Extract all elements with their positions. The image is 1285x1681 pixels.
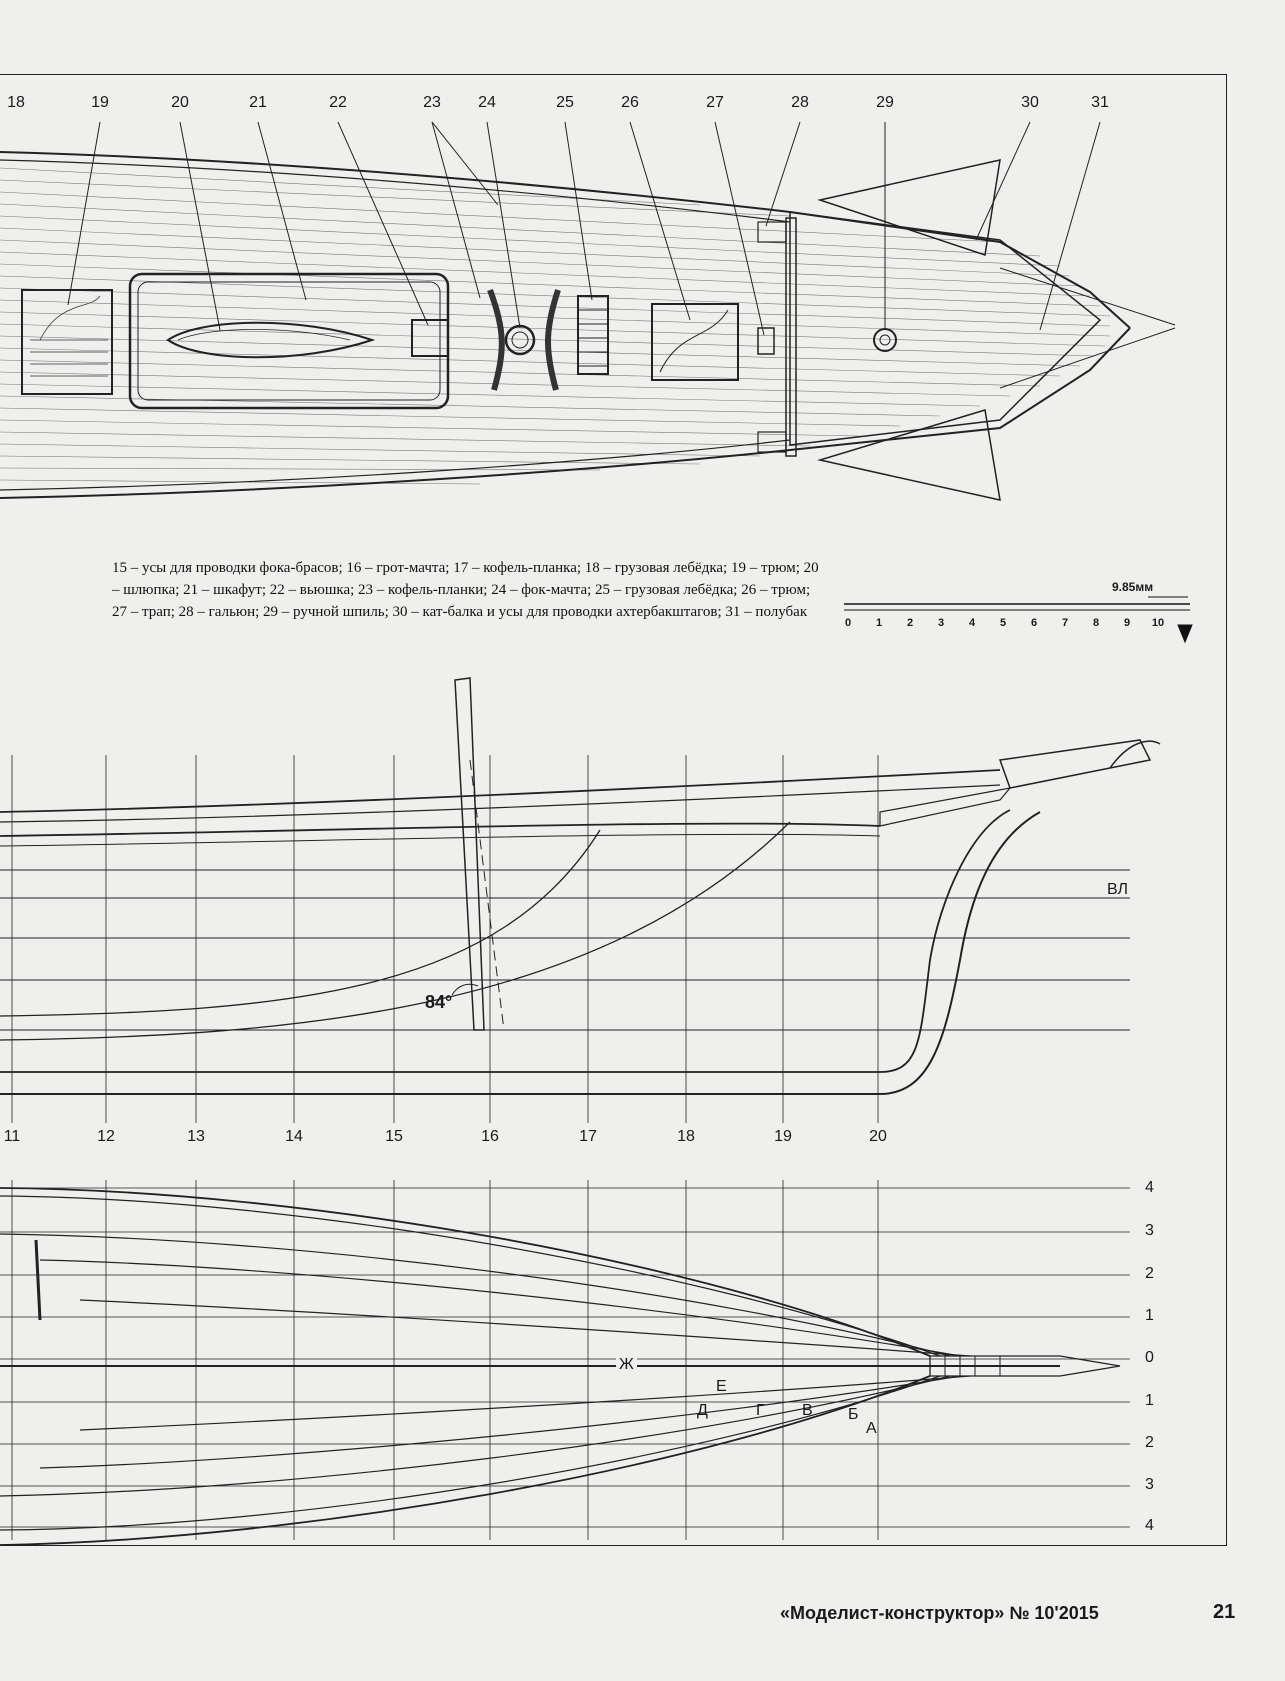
station-label: 18	[677, 1128, 695, 1145]
magazine-footer: «Моделист-конструктор» № 10'2015	[780, 1603, 1099, 1623]
callout-20: 20	[171, 94, 189, 111]
callout-30: 30	[1021, 94, 1039, 111]
callout-28: 28	[791, 94, 809, 111]
callout-19: 19	[91, 94, 109, 111]
scale-tick: 6	[1030, 617, 1038, 629]
callout-21: 21	[249, 94, 267, 111]
waterline-letter: Г	[756, 1402, 765, 1419]
station-label: 19	[774, 1128, 792, 1145]
waterline-number: 4	[1145, 1517, 1154, 1534]
scale-tick: 9	[1123, 617, 1131, 629]
waterline-label: ВЛ	[1107, 881, 1128, 898]
scale-tick: 10	[1151, 617, 1165, 629]
waterline-letter: В	[802, 1402, 813, 1419]
waterline-number: 2	[1145, 1434, 1154, 1451]
callout-25: 25	[556, 94, 574, 111]
scale-tick: 3	[937, 617, 945, 629]
station-label: 12	[97, 1128, 115, 1145]
scale-tick: 0	[844, 617, 852, 629]
waterline-number: 4	[1145, 1179, 1154, 1196]
deck-plan	[0, 151, 1176, 501]
station-label: 15	[385, 1128, 403, 1145]
scale-bar	[844, 596, 1193, 644]
waterline-letter: Д	[697, 1402, 708, 1419]
callout-18: 18	[7, 94, 25, 111]
scale-tick: 1	[875, 617, 883, 629]
page-number: 21	[1213, 1601, 1236, 1623]
scale-tick: 7	[1061, 617, 1069, 629]
waterline-number: 3	[1145, 1222, 1154, 1239]
callout-26: 26	[621, 94, 639, 111]
callout-31: 31	[1091, 94, 1109, 111]
callout-24: 24	[478, 94, 496, 111]
callout-27: 27	[706, 94, 724, 111]
scale-title: 9.85мм	[1112, 580, 1154, 594]
waterline-letter: Б	[848, 1406, 859, 1423]
legend-caption: 15 – усы для проводки фока-брасов; 16 – …	[112, 560, 819, 620]
station-label: 14	[285, 1128, 303, 1145]
half-breadth-view	[0, 1180, 1130, 1546]
callout-29: 29	[876, 94, 894, 111]
station-label: 20	[869, 1128, 887, 1145]
waterline-number: 1	[1145, 1307, 1154, 1324]
drawing-frame	[0, 74, 1227, 1546]
scale-tick: 8	[1092, 617, 1100, 629]
callout-leaders	[67, 121, 1101, 336]
mast-rake-angle: 84°	[425, 992, 453, 1012]
waterline-letter: А	[866, 1420, 877, 1437]
scale-tick: 2	[906, 617, 914, 629]
waterline-number: 3	[1145, 1476, 1154, 1493]
waterline-number: 0	[1145, 1349, 1154, 1366]
waterline-letter: Е	[716, 1378, 727, 1395]
callout-22: 22	[329, 94, 347, 111]
waterline-number: 2	[1145, 1265, 1154, 1282]
station-label: 11	[3, 1128, 21, 1145]
scale-tick: 4	[968, 617, 976, 629]
profile-view	[0, 677, 1161, 1123]
scale-tick: 5	[999, 617, 1007, 629]
station-label: 16	[481, 1128, 499, 1145]
callout-23: 23	[423, 94, 441, 111]
station-label: 17	[579, 1128, 597, 1145]
waterline-letter: Ж	[616, 1356, 637, 1374]
station-label: 13	[187, 1128, 205, 1145]
waterline-number: 1	[1145, 1392, 1154, 1409]
